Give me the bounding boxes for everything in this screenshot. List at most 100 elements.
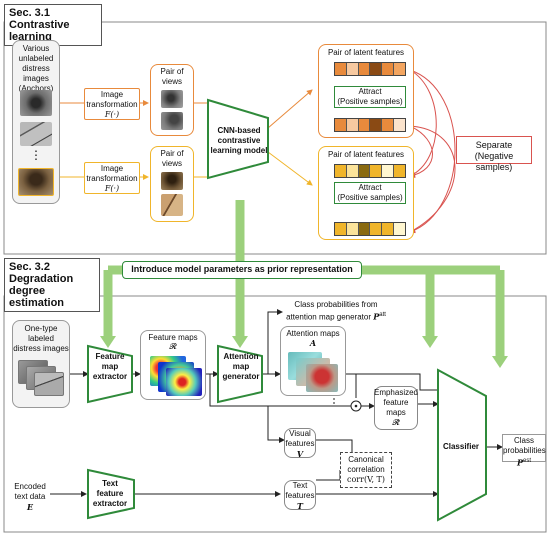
transform2-line1: Image [100, 164, 124, 173]
classifier-label: Classifier [442, 442, 480, 451]
visual-line2: features [285, 439, 315, 448]
transform1-line2: transformation [86, 100, 138, 109]
transform1-formula: F(·) [104, 110, 120, 119]
onetype-label: One-type labeled distress images [12, 324, 70, 354]
sec31-frame [3, 21, 547, 255]
prior-banner: Introduce model parameters as prior repr… [122, 261, 362, 279]
separate-arcs [409, 69, 498, 234]
cca-line2: correlation [347, 465, 385, 474]
classprob-symbol: P [516, 457, 523, 468]
classprob-sup: est [523, 458, 532, 464]
cca-formula: corr(V, T) [347, 475, 385, 484]
fme-line1: Feature [95, 352, 125, 361]
separate-box: Separate (Negative samples) [456, 136, 532, 172]
textfeat-symbol: T [297, 501, 303, 511]
anchor-image-1 [20, 90, 52, 116]
anchor-image-2 [20, 122, 52, 146]
featmaps-symbol: 𝓡 [169, 342, 177, 351]
textfeat-label: Text features T [282, 481, 318, 511]
cnn-trapezoid [207, 98, 269, 180]
view-image-1a [161, 90, 183, 108]
classprob-att-line1: Class probabilities from [294, 300, 378, 309]
anchor-image-3 [18, 168, 54, 196]
cca-box: Canonical correlation corr(V, T) [340, 452, 392, 488]
classprob-att-label: Class probabilities from attention map g… [276, 300, 396, 323]
fme-line2: map [101, 362, 119, 371]
encoded-line1: Encoded [14, 482, 46, 491]
fme-line3: extractor [92, 372, 128, 381]
anchors-line3: distress images [22, 64, 50, 83]
attract1-line1: Attract [358, 87, 382, 96]
classprob-att-sup: att [379, 312, 386, 318]
latent-feature-2b [334, 222, 406, 236]
anchors-label: Various unlabeled distress images (Ancho… [10, 44, 62, 94]
attract2-line2: (Positive samples) [337, 193, 403, 202]
cnn-label: CNN-based contrastive learning model [208, 126, 270, 156]
onetype-line1: One-type [24, 324, 58, 333]
latent-feature-2a [334, 164, 406, 178]
anchors-line4: (Anchors) [18, 84, 54, 93]
classprob-line2: probabilities [503, 446, 546, 455]
onetype-line2: labeled [28, 334, 54, 343]
attmaps-label: Attention maps [286, 329, 340, 338]
amg-line1: Attention [223, 352, 259, 361]
textfeat-line2: features [285, 491, 315, 500]
cca-line1: Canonical [348, 455, 384, 464]
fme-trapezoid [87, 344, 133, 404]
transform-label-2: Image transformation F(·) [84, 164, 140, 194]
visual-line1: Visual [289, 429, 311, 438]
view-image-2a [161, 172, 183, 190]
classifier-trapezoid [437, 368, 487, 522]
emph-line3: maps [386, 408, 406, 417]
emph-line2: feature [383, 398, 409, 407]
anchors-line1: Various [22, 44, 50, 53]
classprob-box: Class probabilities Pest [502, 434, 546, 468]
sec31-heading: Sec. 3.1 Contrastive learning [4, 4, 102, 46]
views1-line2: views [161, 77, 182, 86]
sec32-number: Sec. 3.2 [9, 261, 50, 273]
transform1-line1: Image [100, 90, 124, 99]
transform2-formula: F(·) [104, 184, 120, 193]
amg-line3: generator [222, 372, 260, 381]
featmaps-label: Feature maps [148, 333, 198, 342]
attract-box-2: Attract (Positive samples) [334, 182, 406, 204]
latent-feature-1a [334, 62, 406, 76]
visual-box [284, 428, 316, 458]
views2-line1: Pair of [160, 149, 184, 158]
separate-line1: Separate [475, 140, 513, 150]
sec32-frame [3, 295, 547, 533]
classprob-att-symbol: P [373, 311, 380, 322]
cnn-line3: learning model [210, 146, 268, 155]
emph-line1: Emphasized [373, 388, 419, 397]
tfe-line2: feature [96, 489, 124, 498]
sec32-subtitle2: degree estimation [9, 285, 65, 309]
textfeat-line1: Text [292, 481, 308, 490]
transform-box-2 [84, 162, 140, 194]
attmap-3 [306, 364, 338, 392]
tfe-trapezoid [87, 468, 135, 520]
encoded-symbol: E [26, 502, 34, 512]
transform-label-1: Image transformation F(·) [84, 90, 140, 120]
anchors-ellipsis: ⋮ [30, 148, 42, 162]
encoded-line2: text data [14, 492, 46, 501]
attract-box-1: Attract (Positive samples) [334, 86, 406, 108]
views-label-1: Pair of views [150, 67, 194, 87]
views2-line2: views [161, 159, 182, 168]
transform-box-1 [84, 88, 140, 120]
cnn-line2: contrastive [217, 136, 261, 145]
emph-label: Emphasized feature maps 𝓡̃ [370, 388, 422, 428]
classprob-att-line2: attention map generator [286, 312, 372, 322]
encoded-label: Encoded text data E [10, 482, 50, 512]
emph-symbol: 𝓡̃ [392, 418, 400, 427]
separate-line2: (Negative samples) [474, 151, 514, 172]
tfe-line3: extractor [92, 499, 128, 508]
attmaps-symbol: A [309, 338, 317, 348]
emph-box [374, 386, 418, 430]
amg-label: Attention map generator [218, 352, 264, 382]
fme-label: Feature map extractor [86, 352, 134, 382]
latent-title-1: Pair of latent features [327, 48, 405, 57]
visual-symbol: V [296, 449, 304, 459]
latent-feature-1b [334, 118, 406, 132]
featmap-heat-3 [166, 368, 202, 396]
classprob-line1: Class [513, 436, 534, 445]
